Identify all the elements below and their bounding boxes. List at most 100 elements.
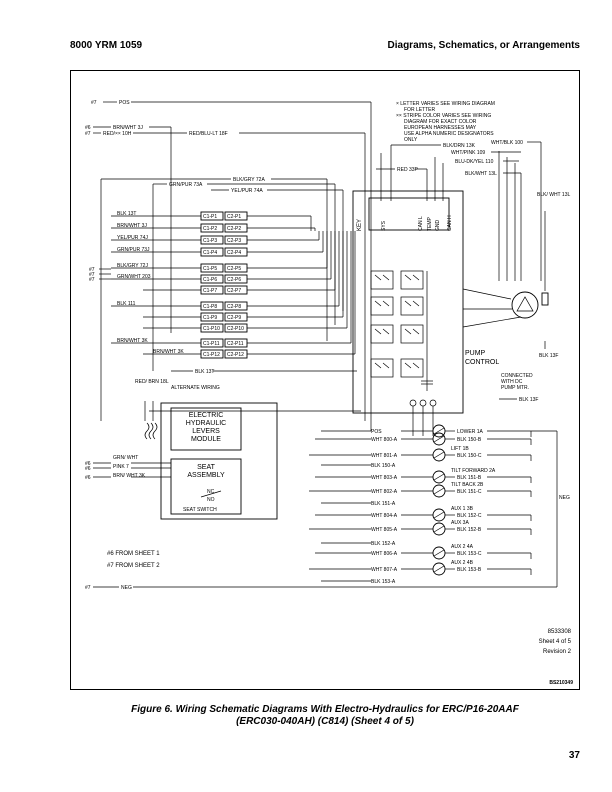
solenoid-output-label: BLK 150-B	[457, 437, 482, 443]
wire-brnwht3k2: BRN/ WHT 3K	[113, 473, 146, 479]
hyd-label-3: LEVERS	[192, 428, 220, 435]
conn-ref-3: #7	[89, 277, 95, 283]
solenoid-function-label: LIFT 1B	[451, 446, 469, 452]
connector-pin-c1	[200, 263, 224, 273]
conn-ref-2: #7	[89, 272, 95, 278]
solenoid-output-label: BLK 152-B	[457, 527, 482, 533]
connector-pin-c2-label: C2-P6	[227, 277, 241, 283]
wire-blkdrn: BLK/DRN 13K	[443, 143, 476, 149]
solenoid-output-label: BLK 153-B	[457, 567, 482, 573]
wire-whtpink: WHT/PINK 109	[451, 150, 485, 156]
connector-wire-label: GRN/PUR 73J	[117, 247, 150, 253]
solenoid-wire-label: BLK 152-A	[371, 541, 396, 547]
solenoid-wire-label: WHT 803-A	[371, 475, 398, 481]
connector-pin-c1-label: C1-P6	[203, 277, 217, 283]
wire-ref-6a: #6	[85, 461, 91, 467]
connector-pin-c1-label: C1-P2	[203, 226, 217, 232]
terminal-temp: TEMP	[427, 216, 433, 231]
connector-pin-c1-label: C1-P7	[203, 288, 217, 294]
wire-grnpur: GRN/PUR 73A	[169, 182, 203, 188]
note-2a: ×× STRIPE COLOR VARIES SEE WIRING	[396, 113, 491, 119]
note-2d: USE ALPHA NUMERIC DESIGNATORS	[404, 131, 494, 137]
page-number: 37	[568, 750, 580, 761]
wire-ref-6b: #6	[85, 466, 91, 472]
wire-red33: RED 33P	[397, 167, 419, 173]
wire-redblu: RED/BLU-LT 18F	[189, 131, 228, 137]
solenoid-function-label: AUX 1 3B	[451, 506, 474, 512]
alternate-wiring-label: ALTERNATE WIRING	[171, 385, 220, 391]
pump-blk13f-2: BLK 13F	[519, 397, 538, 403]
wire-ref-7: #7	[91, 100, 97, 106]
solenoid-wire-label: WHT 804-A	[371, 513, 398, 519]
figure-caption-line-1: Figure 6. Wiring Schematic Diagrams With…	[131, 704, 519, 715]
connector-wire-label: BLK 13T	[117, 211, 136, 217]
connector-pin-c1-label: C1-P12	[203, 352, 220, 358]
drawing-id: BS210349	[549, 680, 573, 686]
connector-wire-label: BLK/GRY 72J	[117, 263, 148, 269]
hyd-label-4: MODULE	[191, 436, 221, 443]
wire-blkgry: BLK/GRY 72A	[233, 177, 265, 183]
conn-ref-1: #7	[89, 267, 95, 273]
connector-pin-c1	[200, 285, 224, 295]
seat-nc: NC	[207, 489, 215, 495]
solenoid-wire-label: WHT 806-A	[371, 551, 398, 557]
pump-control-label-1: PUMP	[465, 350, 486, 357]
note-1b: FOR LETTER	[404, 107, 436, 113]
connector-wire-label: BLK 111	[117, 301, 136, 307]
solenoid-output-label: LOWER 1A	[457, 429, 484, 435]
wire-blkwht13: BLK/WHT 13L	[465, 171, 497, 177]
terminal-sys: SYS	[381, 220, 387, 231]
header-left: 8000 YRM 1059	[70, 40, 143, 51]
wire-ref-7b: #7	[85, 131, 91, 137]
solenoid-output-label: BLK 151-C	[457, 489, 482, 495]
solenoid-wire-label: WHT 802-A	[371, 489, 398, 495]
connector-pin-c1-label: C1-P9	[203, 315, 217, 321]
drawing-sheet: Sheet 4 of 5	[539, 639, 572, 645]
pump-blk13f: BLK 13F	[539, 353, 558, 359]
pump-control-label-2: CONTROL	[465, 359, 499, 366]
terminal-gnd: GND	[435, 220, 441, 232]
seat-label-2: ASSEMBLY	[187, 472, 225, 479]
solenoid-wire-label: BLK 151-A	[371, 501, 396, 507]
connector-pin-c2-label: C2-P5	[227, 266, 241, 272]
connector-pin-c1-label: C1-P10	[203, 326, 220, 332]
connector-wire-label: BRN/WHT 3K	[117, 338, 148, 344]
note-1a: × LETTER VARIES SEE WIRING DIAGRAM	[396, 101, 495, 107]
connector-pin-c1	[200, 211, 224, 221]
wire-ref-6c: #6	[85, 475, 91, 481]
seat-switch-label: SEAT SWITCH	[183, 507, 217, 513]
neg-ref-7: #7	[85, 585, 91, 591]
connector-pin-c2-label: C2-P12	[227, 352, 244, 358]
solenoid-wire-label: POS	[371, 429, 382, 435]
solenoid-output-label: BLK 150-C	[457, 453, 482, 459]
pump-conn-2: WITH DC	[501, 379, 523, 385]
solenoid-function-label: TILT BACK 2B	[451, 482, 484, 488]
neg-label: NEG	[121, 585, 132, 591]
seat-no: NO	[207, 497, 215, 503]
terminal-can-l: CAN L	[418, 216, 424, 231]
connector-pin-c1	[200, 323, 224, 333]
pump-conn-1: CONNECTED	[501, 373, 533, 379]
wire-yelpur: YEL/PUR 74A	[231, 188, 263, 194]
solenoid-function-label: AUX 3A	[451, 520, 469, 526]
wire-redbrn: RED/ BRN 18L	[135, 379, 169, 385]
connector-pin-c1	[200, 349, 224, 359]
connector-pin-c1	[200, 235, 224, 245]
connector-wire-label: YEL/PUR 74J	[117, 235, 148, 241]
solenoid-function-label: AUX 2 4B	[451, 560, 474, 566]
hydraulic-levers-module	[170, 407, 242, 451]
connector-pin-c1-label: C1-P1	[203, 214, 217, 220]
connector-pin-c1	[200, 338, 224, 348]
solenoid-output-label: BLK 153-C	[457, 551, 482, 557]
solenoid-wire-label: WHT 801-A	[371, 453, 398, 459]
connector-pin-c1-label: C1-P4	[203, 250, 217, 256]
connector-pin-c1-label: C1-P8	[203, 304, 217, 310]
pump-control-box	[352, 190, 464, 414]
wire-brnwht: BRN/WHT 3J	[113, 125, 143, 131]
solenoid-output-label: BLK 151-B	[457, 475, 482, 481]
from-sheet-2: #7 FROM SHEET 2	[107, 563, 160, 569]
solenoid-wire-label: WHT 805-A	[371, 527, 398, 533]
solenoid-wire-label: BLK 153-A	[371, 579, 396, 585]
connector-pin-c2-label: C2-P4	[227, 250, 241, 256]
